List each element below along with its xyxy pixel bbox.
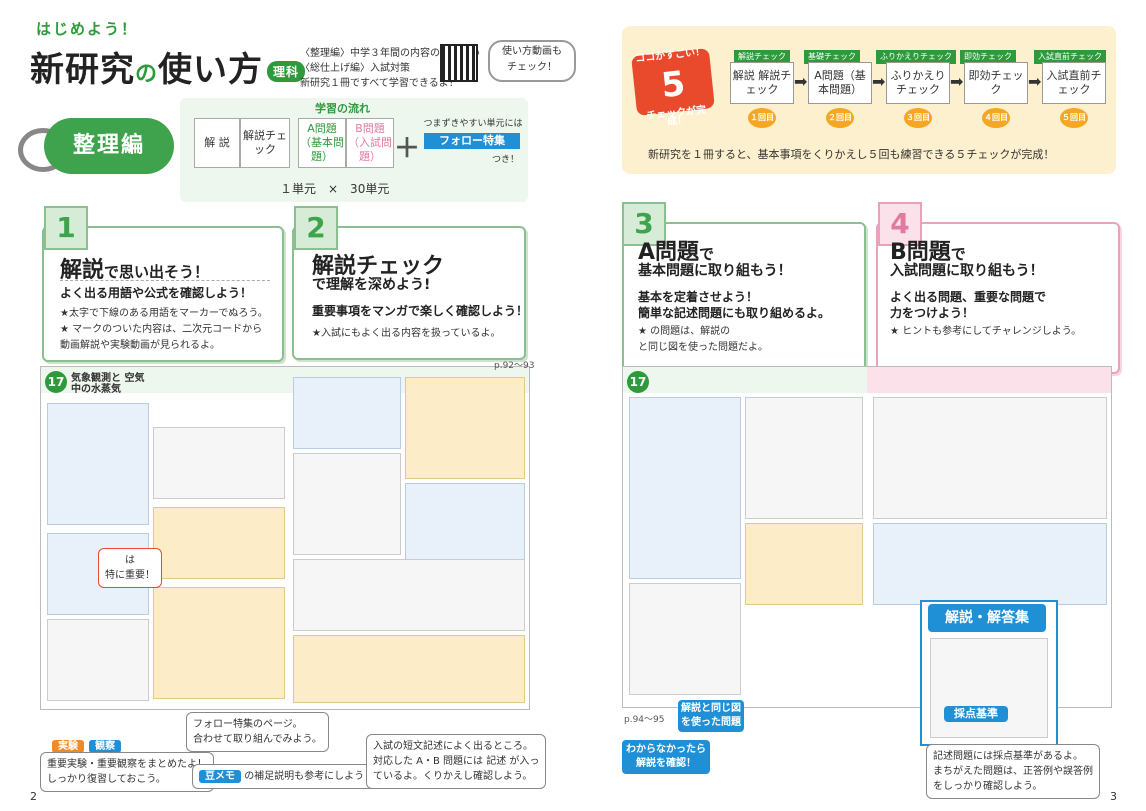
subject-badge: 理科: [267, 61, 306, 82]
page-title: 新研究の使い方理科: [30, 42, 306, 91]
follow-note: つまずきやすい単元には: [423, 119, 523, 129]
arrow-right-icon: ➡: [1028, 72, 1042, 91]
intro-text: 〈整理編〉中学３年間の内容のおさらい 〈総仕上げ編〉入試対策 新研究１冊ですべて…: [300, 48, 480, 89]
jikken-callout: 重要実験・重要観察をまとめたよ！ しっかり復習しておこう。: [40, 752, 214, 792]
plus-icon: ＋: [394, 134, 421, 164]
qr-code-icon[interactable]: [440, 44, 478, 82]
unit-title: 気象観測と 空気中の水蒸気: [71, 373, 145, 395]
card-number-4: 4: [878, 202, 922, 246]
card-number-3: 3: [622, 202, 666, 246]
flow-step-kaisetsu: 解 説: [194, 118, 240, 168]
flow-step-check: 解説チェック: [240, 118, 290, 168]
check-tag-3: ふりかえりチェック: [876, 50, 956, 64]
units-count: １単元 × 30単元: [280, 182, 390, 196]
saiten-tag: 採点基準: [944, 706, 1008, 722]
card-sub-3b: 基本を定着させよう！: [638, 290, 759, 304]
flow-title: 学習の流れ: [315, 102, 370, 115]
jikken-tags: 実験 観察: [52, 734, 122, 753]
memo-callout: 豆メモ の補足説明も参考にしよう！: [192, 764, 382, 789]
round-badge-1: １回目: [748, 108, 776, 128]
card-sub-2: 重要事項をマンガで楽しく確認しよう！: [312, 304, 529, 318]
check-step-5: 入試直前チェック: [1042, 62, 1106, 104]
answers-title: 解説・解答集: [928, 604, 1046, 632]
check-tag-4: 即効チェック: [960, 50, 1016, 64]
kijutsu-callout: 入試の短文記述によく出るところ。 対応した A・B 問題には 記述 が入っ てい…: [366, 734, 547, 789]
follow-callout: フォロー特集のページ。 合わせて取り組んでみよう。: [186, 712, 329, 752]
follow-label: フォロー特集: [424, 133, 520, 149]
same-figure-tag: 解説と同じ図 を使った問題: [678, 700, 744, 732]
card-title-sm-2: で理解を深めよう!: [312, 277, 431, 293]
round-badge-3: ３回目: [904, 108, 932, 128]
video-bubble: 使い方動画も チェック！: [488, 40, 576, 82]
jikken-label: 実験: [52, 740, 84, 753]
follow-suffix: つき！: [492, 155, 520, 165]
card-title-4: B問題で: [890, 240, 966, 265]
clip-icon: [18, 128, 68, 172]
card-sub-4c: 力をつけよう！: [890, 306, 975, 320]
round-badge-4: ４回目: [982, 108, 1010, 128]
check-step-4: 即効チェック: [964, 62, 1028, 104]
check-step-1: 解説 解説チェック: [730, 62, 794, 104]
check-tag-2: 基礎チェック: [804, 50, 860, 64]
card-body-1: ★太字で下線のある用語をマーカーでぬろう。 ★ マークのついた内容は、二次元コー…: [60, 308, 268, 351]
card-a: [622, 222, 866, 374]
left-spread: 17 気象観測と 空気中の水蒸気: [40, 366, 530, 710]
page-number-right: 3: [1110, 790, 1117, 803]
flow-step-b: B問題（入試問題）: [346, 118, 394, 168]
round-badge-5: ５回目: [1060, 108, 1088, 128]
card-sub-4a: 入試問題に取り組もう！: [890, 263, 1044, 279]
saiten-callout: 記述問題には採点基準があるよ。 まちがえた問題は、正答例や誤答例 をしっかり確認…: [926, 744, 1100, 799]
check-tag-5: 入試直前チェック: [1034, 50, 1106, 64]
card-b: [876, 222, 1120, 374]
unit-number: 17: [45, 371, 67, 393]
card-title-3: A問題で: [638, 240, 715, 265]
card-sub-1: よく出る用語や公式を確認しよう！: [60, 286, 253, 300]
kansatsu-label: 観察: [89, 740, 122, 753]
card-sub-3c: 簡単な記述問題にも取り組めるよ。: [638, 306, 831, 320]
memo-tag: 豆メモ: [199, 770, 241, 783]
check-tag-1: 解説チェック: [734, 50, 790, 64]
kicker: はじめよう！: [36, 20, 139, 38]
check-explanation-button[interactable]: わからなかったら 解説を確認！: [622, 740, 710, 774]
card-title-1: 解説で思い出そう！: [60, 258, 210, 283]
five-check-badge: ココがすごい！ 5 チェックが完成！: [631, 47, 715, 128]
check-note: 新研究を１冊すると、基本事項をくりかえし５回も練習できる５チェックが完成！: [648, 148, 1055, 161]
card-title-2: 解説チェック: [312, 254, 445, 279]
left-page-ref: p.92〜93: [494, 361, 535, 371]
check-step-3: ふりかえりチェック: [886, 62, 950, 104]
arrow-right-icon: ➡: [950, 72, 964, 91]
round-badge-2: ２回目: [826, 108, 854, 128]
card-number-2: 2: [294, 206, 338, 250]
flow-step-a: A問題（基本問題）: [298, 118, 346, 168]
card-sub-4b: よく出る問題、重要な問題で: [890, 290, 1047, 304]
card-body-2: ★入試にもよく出る内容を扱っているよ。: [312, 328, 501, 339]
important-callout: は 特に重要！: [98, 548, 162, 588]
check-step-2: A問題（基本問題）: [808, 62, 872, 104]
page-number-left: 2: [30, 790, 37, 803]
unit-number-right: 17: [627, 371, 649, 393]
card-body-4: ★ ヒントも参考にしてチャレンジしよう。: [890, 326, 1082, 337]
arrow-right-icon: ➡: [794, 72, 808, 91]
card-number-1: 1: [44, 206, 88, 250]
card-body-3: ★ の問題は、解説の と同じ図を使った問題だよ。: [638, 326, 768, 353]
section-label: 整理編: [44, 118, 174, 174]
arrow-right-icon: ➡: [872, 72, 886, 91]
card-sub-3a: 基本問題に取り組もう！: [638, 263, 792, 279]
right-page-ref: p.94〜95: [624, 715, 665, 725]
